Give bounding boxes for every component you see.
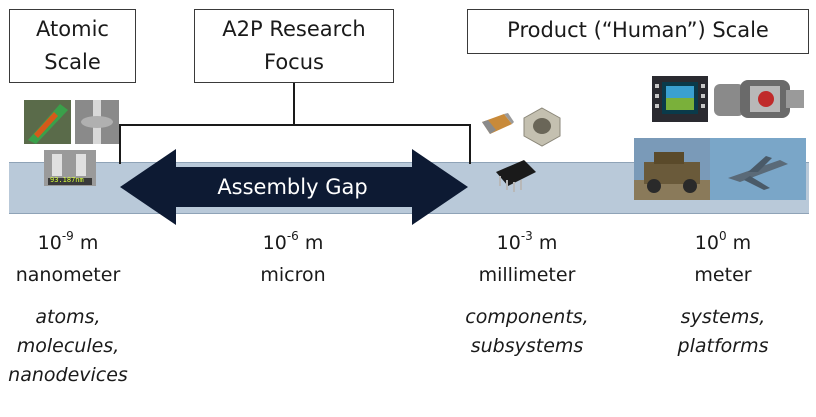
product-scale-box: Product (“Human”) Scale bbox=[467, 9, 809, 54]
atomic-scale-box: Atomic Scale bbox=[9, 9, 136, 83]
scale-value: 10-3 m bbox=[496, 228, 558, 254]
nanowire-micrograph-icon bbox=[75, 100, 119, 144]
atomic-scale-label-line1: Atomic bbox=[36, 17, 109, 41]
scale-value: 10-6 m bbox=[262, 228, 324, 254]
jet-fighter-icon bbox=[710, 138, 806, 200]
assembly-gap-label: Assembly Gap bbox=[217, 175, 368, 199]
product-scale-label: Product (“Human”) Scale bbox=[507, 18, 769, 42]
scale-name: meter bbox=[694, 264, 752, 286]
cockpit-display-icon bbox=[652, 76, 708, 122]
atomic-scale-label-line2: Scale bbox=[44, 50, 101, 74]
scale-examples: components, subsystems bbox=[465, 306, 589, 357]
engine-icon bbox=[710, 70, 806, 126]
image-caption: 93.187nm bbox=[50, 176, 84, 184]
scale-examples: systems, platforms bbox=[677, 306, 769, 357]
scale-nanometer: 10-9 m nanometer atoms, molecules, nanod… bbox=[0, 230, 148, 390]
scale-millimeter: 10-3 m millimeter components, subsystems bbox=[442, 230, 612, 361]
capacitor-icon bbox=[478, 110, 516, 138]
hex-nut-icon bbox=[518, 104, 566, 148]
scale-value: 10-9 m bbox=[37, 228, 99, 254]
scale-examples: atoms, molecules, nanodevices bbox=[8, 306, 128, 386]
nanostructure-icon bbox=[24, 100, 71, 144]
a2p-label-line2: Focus bbox=[264, 50, 324, 74]
bracket-stem bbox=[293, 83, 295, 124]
a2p-research-box: A2P Research Focus bbox=[194, 9, 394, 83]
scale-name: nanometer bbox=[15, 264, 121, 286]
humvee-icon bbox=[634, 138, 710, 200]
scale-meter: 100 m meter systems, platforms bbox=[643, 230, 803, 361]
scale-name: millimeter bbox=[478, 264, 576, 286]
focus-bracket bbox=[119, 124, 471, 164]
scale-name: micron bbox=[260, 264, 326, 286]
chip-icon bbox=[490, 152, 540, 198]
scale-micron: 10-6 m micron bbox=[213, 230, 373, 289]
nanodevice-micrograph-icon: 93.187nm bbox=[44, 150, 96, 186]
double-arrow-icon bbox=[120, 149, 468, 225]
a2p-label-line1: A2P Research bbox=[222, 17, 366, 41]
scale-value: 100 m bbox=[694, 228, 752, 254]
